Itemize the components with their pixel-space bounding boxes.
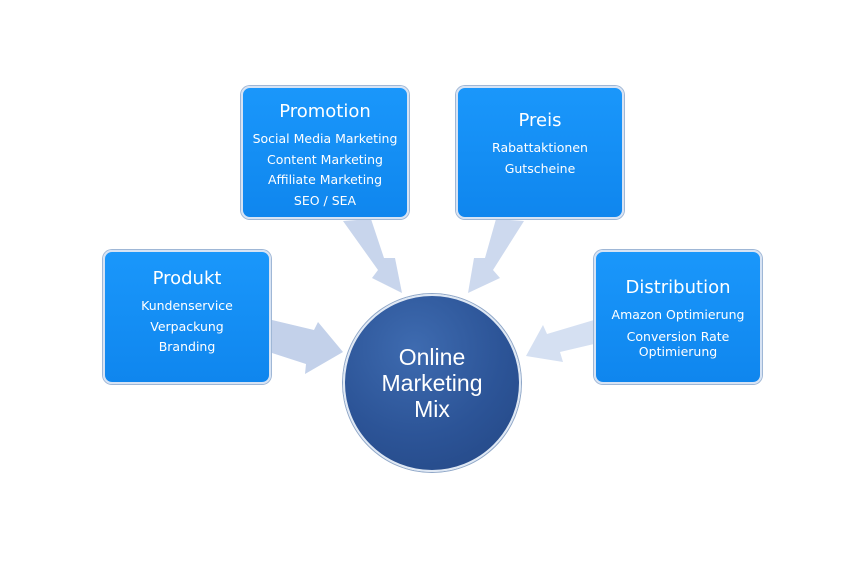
arrow-preis-to-center: [468, 219, 524, 293]
preis-box: Preis Rabattaktionen Gutscheine: [456, 86, 624, 219]
produkt-title: Produkt: [152, 268, 222, 289]
preis-item: Rabattaktionen: [492, 140, 588, 155]
promotion-item: Content Marketing: [267, 151, 383, 167]
distribution-box: Distribution Amazon Optimierung Conversi…: [594, 250, 762, 384]
distribution-item: Amazon Optimierung: [611, 307, 745, 322]
distribution-title: Distribution: [625, 277, 731, 298]
center-label: Online Marketing Mix: [381, 344, 483, 422]
produkt-item: Branding: [158, 339, 216, 354]
promotion-item: Affiliate Marketing: [267, 172, 383, 187]
arrow-produkt-to-center: [272, 320, 343, 374]
produkt-item: Verpackung: [150, 318, 224, 334]
distribution-item: Conversion Rate Optimierung: [626, 328, 730, 359]
produkt-item: Kundenservice: [141, 298, 233, 313]
promotion-item: Social Media Marketing: [252, 131, 398, 146]
promotion-box: Promotion Social Media Marketing Content…: [241, 86, 409, 219]
promotion-title: Promotion: [279, 101, 371, 122]
promotion-item: SEO / SEA: [293, 192, 357, 208]
produkt-box: Produkt Kundenservice Verpackung Brandin…: [103, 250, 271, 384]
arrow-distribution-to-center: [526, 320, 594, 362]
arrow-promotion-to-center: [343, 219, 402, 293]
center-circle: Online Marketing Mix: [343, 294, 521, 472]
preis-item: Gutscheine: [504, 160, 576, 176]
preis-title: Preis: [518, 110, 562, 131]
